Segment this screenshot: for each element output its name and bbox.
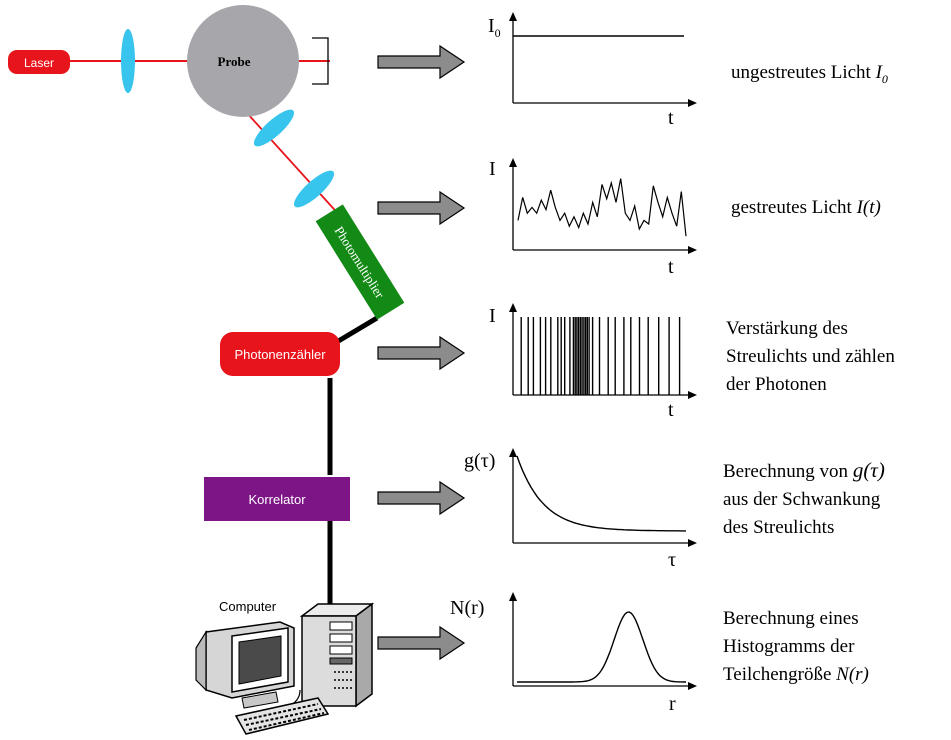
- graph-1-y-arrowhead: [509, 12, 517, 21]
- graph-2-y-arrowhead: [509, 158, 517, 167]
- graph1-xlabel: t: [668, 107, 674, 129]
- graph-5-y-arrowhead: [509, 592, 517, 601]
- arrow-1: [377, 44, 466, 80]
- graph-1: [509, 12, 697, 107]
- lens-2: [253, 109, 295, 147]
- computer-icon: [195, 602, 375, 735]
- description-histogram: Berechnung eines Histogramms der Teilche…: [723, 608, 869, 685]
- arrow-4: [377, 480, 466, 516]
- graph-1-x-arrowhead: [688, 99, 697, 107]
- photon-counter-box: [220, 332, 340, 376]
- graph-4-y-arrowhead: [509, 448, 517, 457]
- lens-3: [293, 170, 335, 208]
- graph-5-x-arrowhead: [688, 682, 697, 690]
- graph5-ylabel: N(r): [450, 597, 484, 619]
- arrow-2: [377, 190, 466, 226]
- graph-3-y-arrowhead: [509, 303, 517, 312]
- description-correlation: Berechnung von g(τ) aus der Schwankung d…: [723, 458, 890, 538]
- arrow-3: [377, 335, 466, 371]
- correlator-label: Korrelator: [248, 492, 306, 507]
- graph-4-x-arrowhead: [688, 539, 697, 547]
- graph2-ylabel: I: [489, 158, 496, 180]
- computer-label: Computer: [219, 599, 277, 614]
- probe-label: Probe: [218, 54, 251, 69]
- graph-2-intensity-trace: [517, 178, 687, 237]
- arrow-5: [377, 625, 466, 661]
- graph-3: [509, 303, 697, 399]
- lens-1: [121, 29, 135, 93]
- correlator-box: [204, 477, 350, 521]
- graph1-ylabel: I0: [488, 15, 501, 40]
- graph-2-x-arrowhead: [688, 246, 697, 254]
- graph-4: [509, 448, 697, 547]
- graph4-ylabel: g(τ): [464, 450, 495, 472]
- description-unscattered: ungestreutes Licht I0: [731, 62, 888, 86]
- beam-stop: [312, 37, 329, 85]
- description-scattered: gestreutes Licht I(t): [731, 197, 881, 218]
- photon-counter-label: Photonenzähler: [234, 347, 326, 362]
- graph3-ylabel: I: [489, 305, 496, 327]
- probe-sphere: [187, 5, 299, 117]
- graph3-xlabel: t: [668, 399, 674, 421]
- description-counting: Verstärkung des Streulichts und zählen d…: [726, 318, 900, 395]
- laser-box: [8, 50, 70, 74]
- graph-5: [509, 592, 697, 690]
- graph5-xlabel: r: [669, 693, 676, 715]
- photomultiplier-box: [315, 204, 405, 320]
- graph-4-correlation-curve: [516, 455, 686, 532]
- graph4-xlabel: τ: [668, 549, 676, 571]
- graph-2: [509, 158, 697, 254]
- graph-3-x-arrowhead: [688, 391, 697, 399]
- scattered-beam: [236, 101, 343, 219]
- graph2-xlabel: t: [668, 256, 674, 278]
- laser-label: Laser: [24, 56, 54, 70]
- graph-5-distribution-curve: [517, 611, 686, 683]
